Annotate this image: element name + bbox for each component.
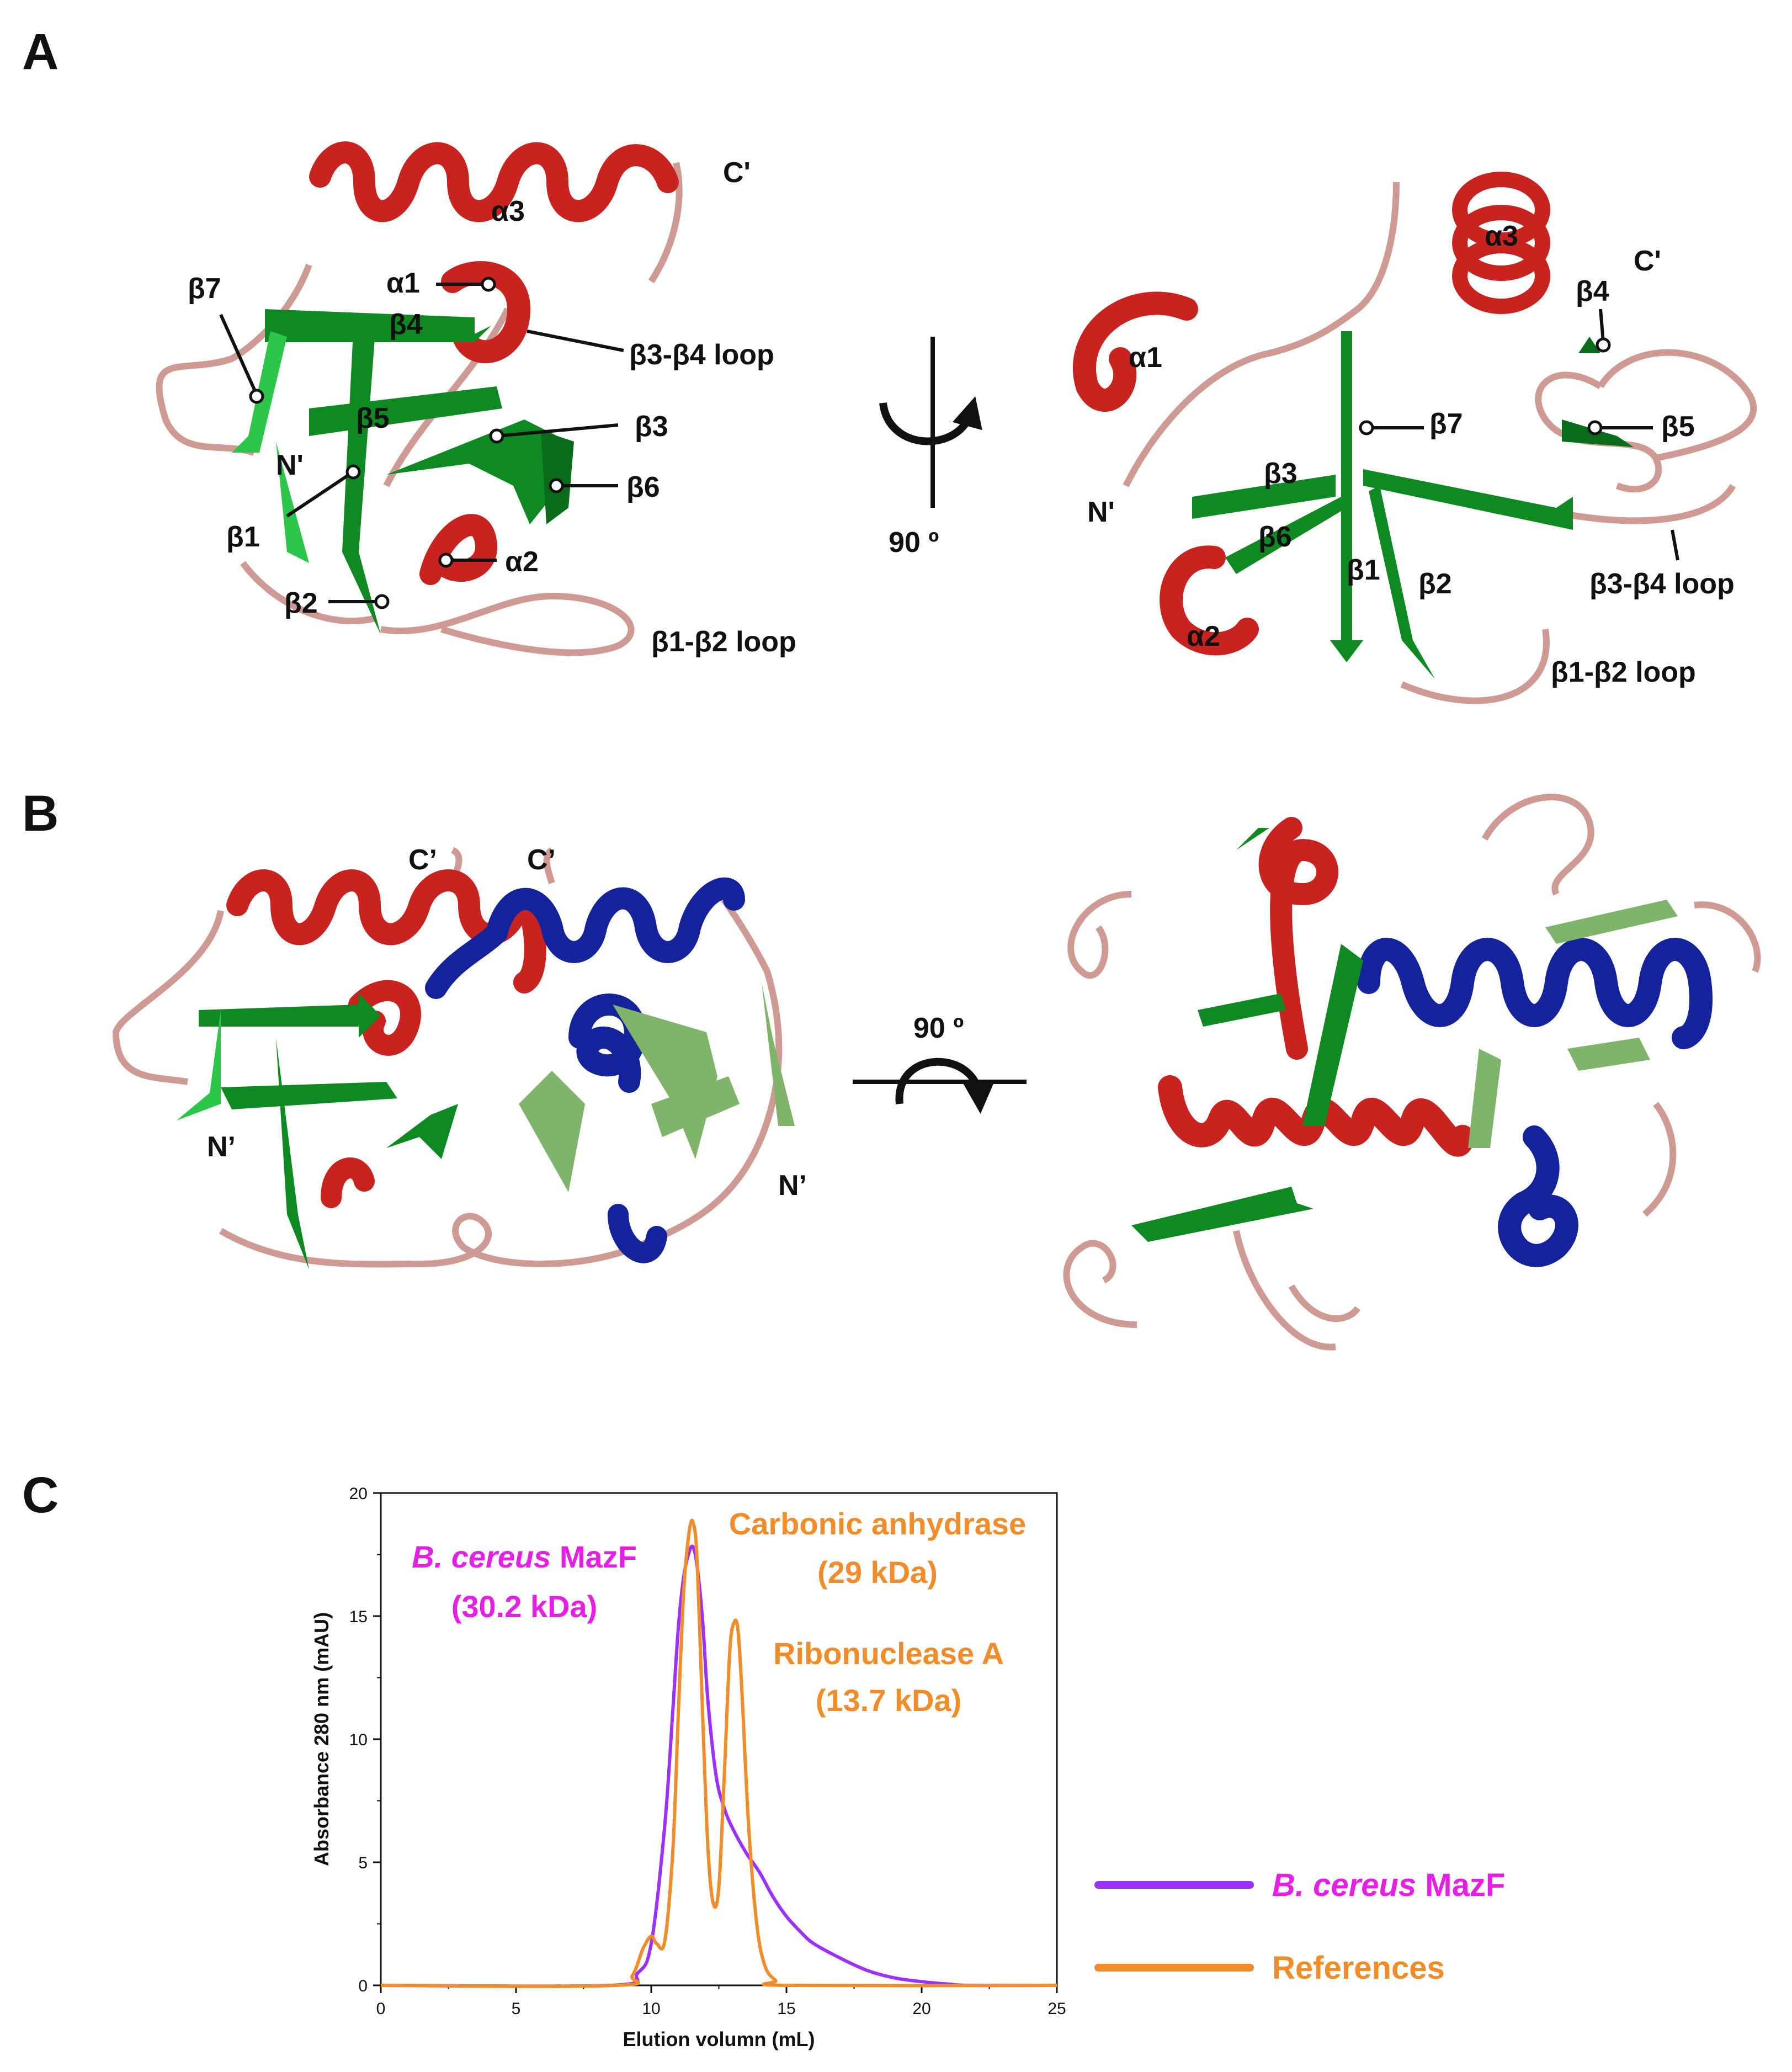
panel-a-right-structure [1073,172,1757,704]
label-a-left-beta2: β2 [284,587,318,619]
label-b-cterm-red: C’ [408,844,437,876]
annotation-ribonuclease: Ribonuclease A [773,1636,1004,1671]
label-a-right-beta6: β6 [1258,521,1292,553]
annotation-ribonuclease-mass: (13.7 kDa) [816,1683,962,1718]
x-tick-label: 25 [1047,2000,1066,2018]
x-tick-label: 10 [642,2000,660,2018]
annotation-mazf-tail: MazF [551,1539,637,1574]
x-tick-label: 15 [777,2000,795,2018]
x-tick-label: 20 [912,2000,930,2018]
panel-a-letter: A [22,24,59,80]
y-tick-label: 0 [358,1977,368,1995]
label-b-rotation: 90 º [913,1012,964,1044]
series-line-references [380,1518,1057,1988]
label-a-right-beta1: β1 [1347,554,1380,586]
label-a-right-beta7: β7 [1429,408,1463,440]
chart-annotations: B. cereus MazF (30.2 kDa) Carbonic anhyd… [412,1506,1026,1718]
y-tick-label: 5 [358,1854,368,1872]
label-a-right-beta3: β3 [1264,458,1298,490]
label-a-left-cterm: C' [723,157,751,189]
label-a-right-loop34: β3-β4 loop [1589,568,1735,600]
chart-legend: B. cereus MazF References [1094,1867,1505,1986]
x-axis-title: Elution volumn (mL) [623,2028,815,2050]
label-a-right-beta4: β4 [1576,275,1609,307]
label-a-left-alpha3: α3 [491,195,525,227]
annotation-mazf-italic: B. cereus [412,1539,551,1574]
label-a-left-beta1: β1 [226,521,260,553]
label-b-nterm-blue: N’ [778,1170,807,1202]
label-a-right-beta5: β5 [1661,411,1695,443]
label-a-right-alpha3: α3 [1485,220,1518,252]
annotation-carbonic-mass: (29 kDa) [817,1555,938,1590]
annotation-mazf-mass: (30.2 kDa) [451,1589,598,1624]
legend-label-references: References [1272,1950,1445,1986]
label-a-left-beta3: β3 [635,411,668,443]
label-a-left-beta5: β5 [356,402,390,434]
annotation-carbonic: Carbonic anhydrase [729,1506,1026,1541]
legend-label-mazf: B. cereus MazF [1272,1867,1505,1903]
label-a-left-loop34: β3-β4 loop [629,339,774,371]
label-a-left-alpha2: α2 [505,546,539,578]
label-a-right-beta2: β2 [1418,568,1452,600]
y-axis-title: Absorbance 280 nm (mAU) [310,1612,333,1866]
panel-b-letter: B [22,785,59,842]
label-a-left-beta7: β7 [188,273,221,305]
panel-a-left-structure [156,141,683,656]
label-a-right-alpha1: α1 [1129,342,1162,374]
legend-mazf-text: MazF [1416,1867,1505,1903]
panel-b-left-dimer [112,847,795,1269]
rotation-horizontal-icon [853,1058,1027,1114]
label-a-right-cterm: C' [1634,245,1661,277]
label-a-right-nterm: N' [1087,496,1115,528]
label-a-rotation: 90 º [889,527,939,559]
series-line-mazf [380,1544,1057,1988]
label-a-left-loop12: β1-β2 loop [651,626,796,658]
label-a-right-alpha2: α2 [1187,620,1220,652]
x-tick-label: 5 [512,2000,521,2018]
x-tick-label: 0 [376,2000,386,2018]
label-a-left-beta4: β4 [389,309,423,341]
label-a-right-loop12: β1-β2 loop [1551,656,1696,688]
y-tick-label: 10 [349,1731,368,1749]
panel-b-right-dimer [1063,794,1761,1351]
y-tick-label: 15 [349,1608,368,1626]
label-b-nterm-red: N’ [207,1131,236,1163]
annotation-mazf: B. cereus MazF [412,1539,637,1574]
panel-c-letter: C [22,1467,59,1523]
label-a-left-alpha1: α1 [386,267,420,299]
y-tick-label: 20 [349,1485,368,1503]
rotation-vertical-icon [879,337,982,508]
label-a-left-nterm: N' [276,449,304,481]
legend-mazf-italic: B. cereus [1272,1867,1416,1903]
label-b-cterm-blue: C’ [527,844,556,876]
label-a-left-beta6: β6 [626,471,660,503]
